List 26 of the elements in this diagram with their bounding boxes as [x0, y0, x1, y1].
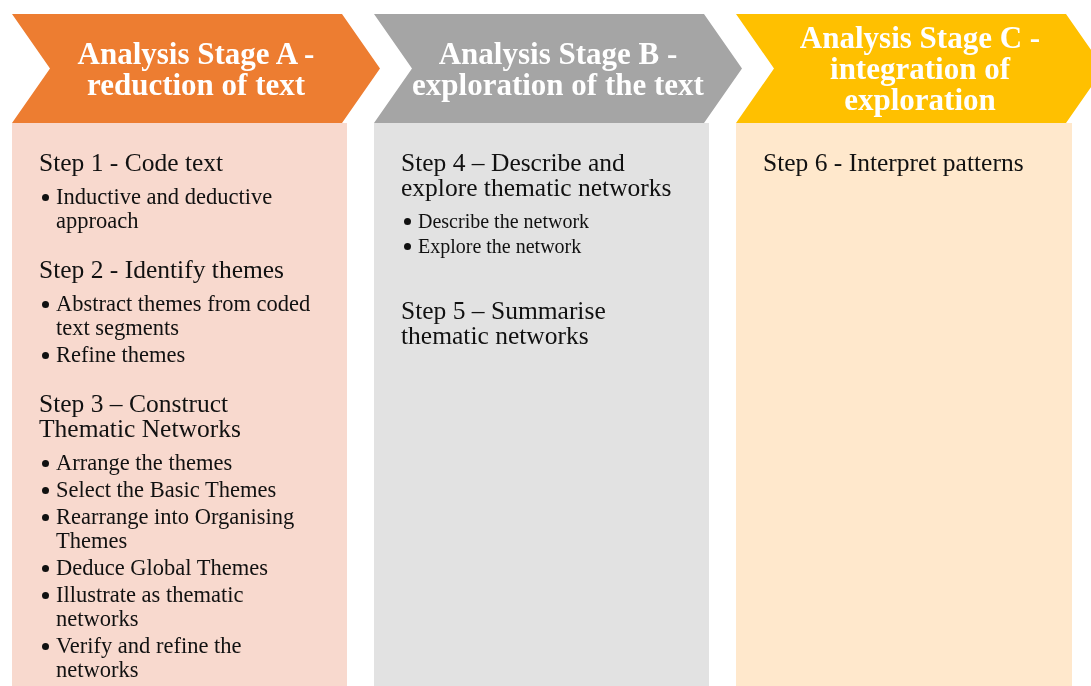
step-heading: Step 3 – Construct Thematic Networks: [39, 391, 242, 441]
step-heading: Step 5 – Summarise thematic networks: [401, 298, 607, 348]
bullet-item: Deduce Global Themes: [56, 556, 269, 580]
stage-panel: [736, 123, 1072, 686]
bullet-item: Describe the network: [418, 210, 591, 233]
bullet-item: Inductive and deductive approach: [56, 185, 274, 233]
step-heading: Step 2 - Identify themes: [39, 257, 286, 282]
stage-panel: [12, 123, 347, 686]
stage-header-banner: [374, 14, 742, 123]
step-heading: Step 1 - Code text: [39, 150, 225, 175]
step-heading: Step 6 - Interpret patterns: [763, 150, 1025, 175]
step-heading: Step 4 – Describe and explore thematic networks: [401, 150, 673, 200]
bullet-item: Abstract themes from coded text segments: [56, 292, 312, 340]
stage-panel: [374, 123, 709, 686]
bullet-item: Rearrange into Organising Themes: [56, 505, 296, 553]
stage-header-banner: [12, 14, 380, 123]
bullet-item: Arrange the themes: [56, 451, 234, 475]
bullet-item: Explore the network: [418, 235, 583, 258]
bullet-item: Select the Basic Themes: [56, 478, 278, 502]
stage-header-banner: [736, 14, 1091, 123]
stage-title: Analysis Stage B - exploration of the text: [411, 37, 705, 100]
stage-title: Analysis Stage C - integration of exploration: [798, 22, 1042, 115]
stage-title: Analysis Stage A - reduction of text: [76, 37, 316, 100]
bullet-item: Verify and refine the networks: [56, 634, 243, 682]
bullet-item: Illustrate as thematic networks: [56, 583, 245, 631]
bullet-item: Refine themes: [56, 343, 187, 367]
